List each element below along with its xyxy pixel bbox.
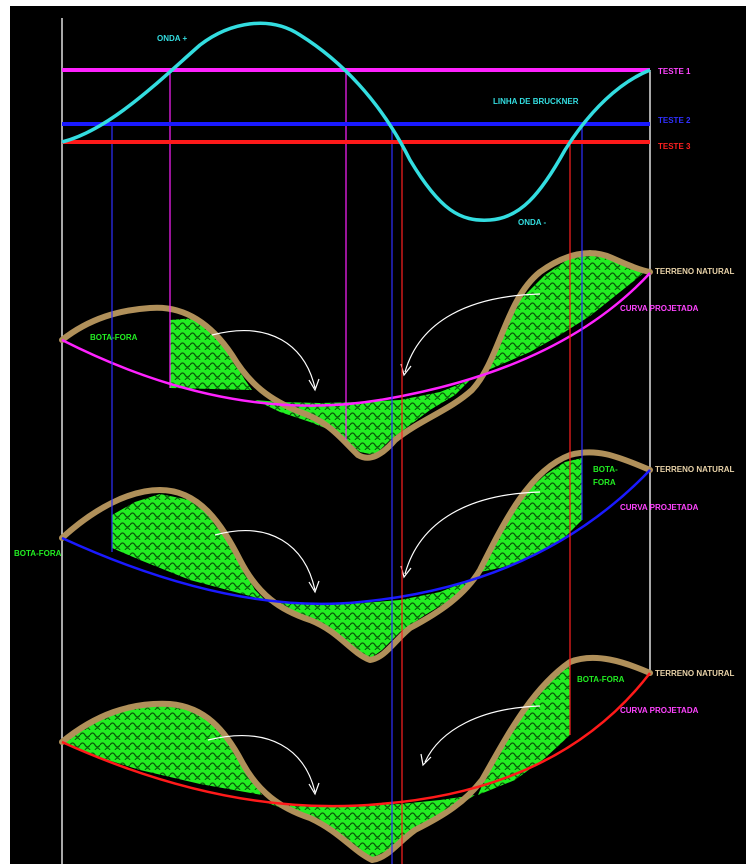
bota-fora-label: BOTA-FORA [90, 333, 138, 342]
profile-teste-2 [59, 449, 653, 663]
fill-area [170, 318, 252, 390]
fill-area [268, 578, 475, 660]
arrowhead [308, 378, 320, 392]
terrain-line [59, 449, 653, 663]
terrain-line [59, 654, 653, 863]
bota-fora-label-line2: FORA [593, 478, 616, 487]
fill-area [265, 795, 475, 858]
bota-fora-label: BOTA-FORA [577, 675, 625, 684]
bruckner-wave [61, 21, 651, 222]
teste-1-label: TESTE 1 [658, 67, 691, 76]
fill-area [478, 664, 570, 795]
fill-area [112, 494, 265, 600]
transport-arrow [214, 530, 316, 591]
terreno-natural-label: TERRENO NATURAL [655, 465, 735, 474]
transport-arrow [207, 735, 316, 793]
teste-3-label: TESTE 3 [658, 142, 691, 151]
terreno-natural-label: TERRENO NATURAL [655, 267, 735, 276]
curva-projetada-label: CURVA PROJETADA [620, 304, 699, 313]
arrowhead [308, 580, 320, 594]
onda-minus-label: ONDA - [518, 218, 546, 227]
arrowhead [308, 782, 320, 796]
teste-2-label: TESTE 2 [658, 116, 691, 125]
terreno-natural-label: TERRENO NATURAL [655, 669, 735, 678]
arrowhead [420, 753, 432, 767]
curva-projetada-label: CURVA PROJETADA [620, 503, 699, 512]
bota-fora-label: BOTA-FORA [14, 549, 62, 558]
fill-area [62, 705, 262, 795]
bota-fora-label-line1: BOTA- [593, 465, 618, 474]
curva-projetada-label: CURVA PROJETADA [620, 706, 699, 715]
transport-arrow [404, 293, 541, 373]
transport-arrow [211, 330, 316, 389]
transport-arrow [424, 705, 541, 763]
terrain-line [59, 250, 653, 461]
onda-plus-label: ONDA + [157, 34, 187, 43]
profile-teste-3 [59, 654, 653, 863]
fill-area [488, 250, 645, 370]
fill-area [255, 380, 470, 455]
projected-curve [61, 672, 651, 808]
linha-bruckner-label: LINHA DE BRUCKNER [493, 97, 579, 106]
projected-curve [61, 469, 651, 606]
transport-arrow [404, 491, 541, 575]
